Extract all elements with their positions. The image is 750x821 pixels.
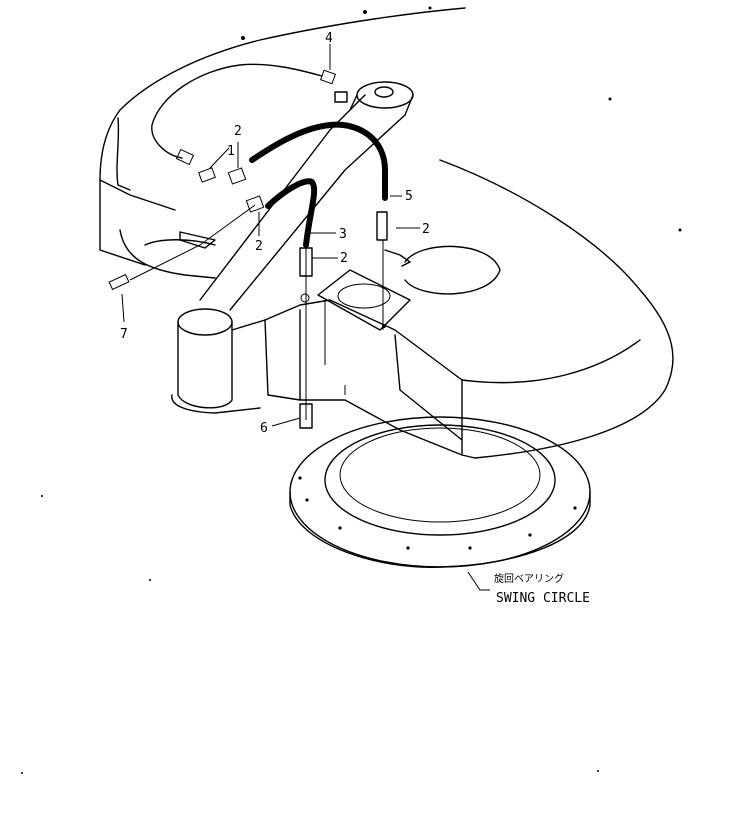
part-label-2c: 2	[422, 222, 430, 237]
assembly-lines	[129, 204, 384, 420]
part-label-2a: 2	[234, 124, 242, 139]
part-label-2d: 2	[340, 251, 348, 266]
center-box-structure	[171, 81, 501, 456]
hoses	[151, 63, 388, 248]
revolving-frame	[99, 6, 682, 459]
part-label-4: 4	[325, 31, 333, 46]
swing-circle-label-en: SWING CIRCLE	[496, 591, 590, 606]
part-labels: 1 2 2 2 2 3 4 5 6 7	[120, 31, 430, 436]
part-label-2b: 2	[255, 239, 263, 254]
part-label-1: 1	[227, 144, 235, 159]
swing-circle-caption: 旋回ベアリング SWING CIRCLE	[494, 572, 590, 606]
part-label-7: 7	[120, 327, 128, 342]
scan-specks	[21, 495, 599, 774]
part-label-5: 5	[405, 189, 413, 204]
swing-circle-label-jp: 旋回ベアリング	[494, 572, 564, 585]
swing-circle	[289, 416, 591, 568]
leader-lines	[121, 44, 490, 591]
part-label-3: 3	[339, 227, 347, 242]
part-label-6: 6	[260, 421, 268, 436]
